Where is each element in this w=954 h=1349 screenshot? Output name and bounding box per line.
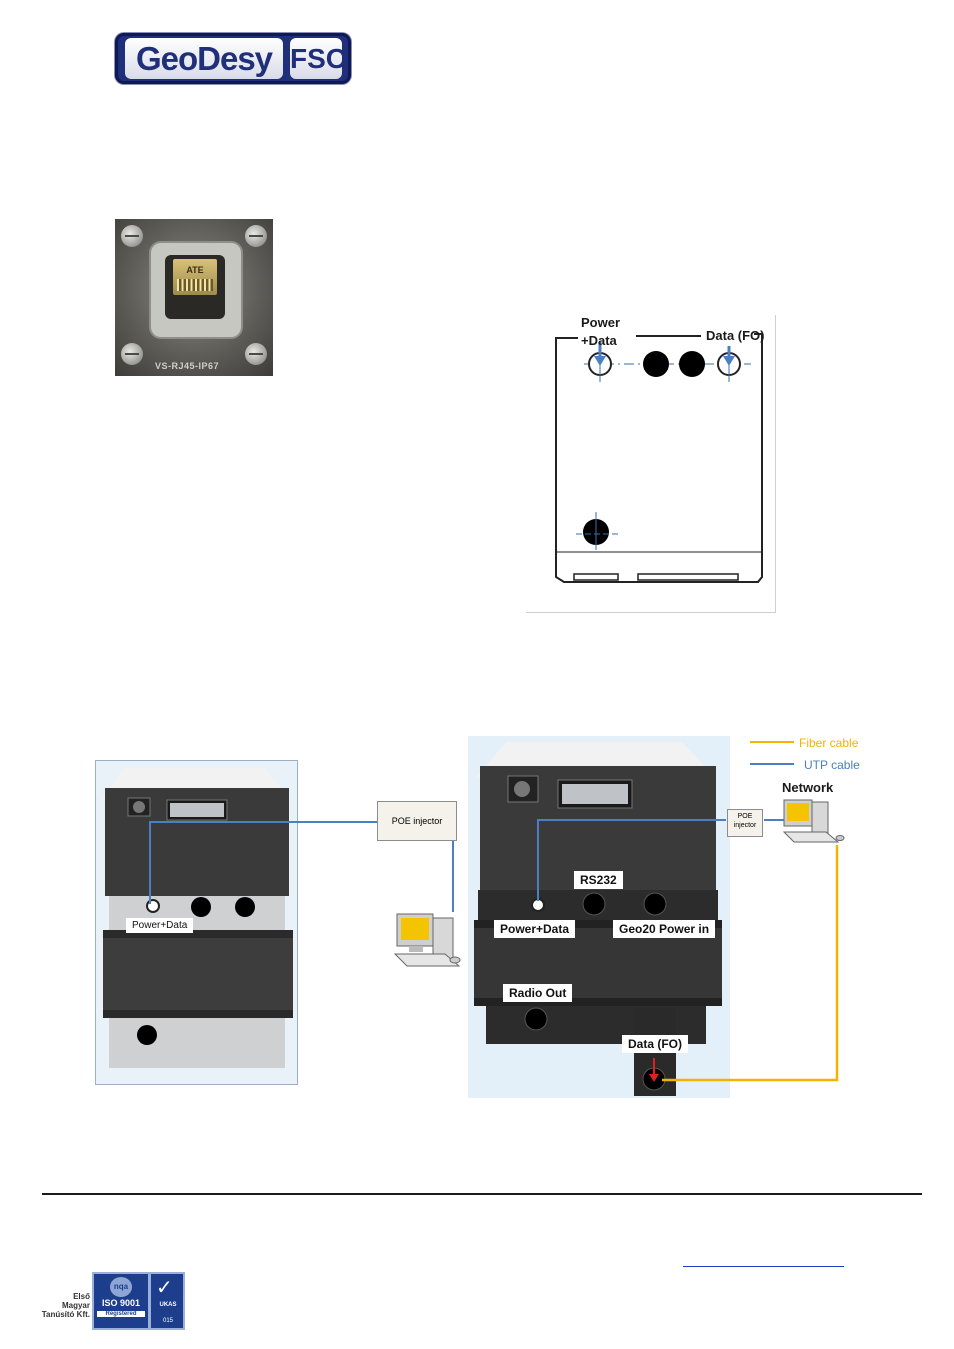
legend-fiber-swatch: [750, 741, 794, 743]
poe-injector-line2: injector: [733, 822, 757, 829]
logo-primary-text: GeoDesy: [125, 38, 283, 79]
rs232-label: RS232: [574, 871, 623, 889]
cert-issuer-text: Első Magyar Tanúsító Kft.: [28, 1292, 90, 1319]
checkmark-icon: ✓: [156, 1277, 173, 1299]
connector-label: VS-RJ45-IP67: [155, 361, 220, 371]
data-fo-label: Data (FO): [622, 1035, 688, 1053]
logo-secondary-text: FSO: [290, 38, 348, 79]
legend-utp-label: UTP cable: [804, 758, 860, 772]
geo20-power-in-label: Geo20 Power in: [613, 920, 716, 938]
right-unit-diagram: [468, 736, 730, 1098]
certification-block: Első Magyar Tanúsító Kft. nqa ISO 9001 R…: [28, 1268, 185, 1330]
network-computer-icon: [782, 799, 845, 843]
ukas-number: 015: [162, 1318, 173, 1324]
cert-text-line: Magyar: [61, 1301, 90, 1310]
jack-text: ATE: [186, 265, 204, 275]
legend-fiber-label: Fiber cable: [799, 736, 859, 750]
label-power-data: +Data: [581, 333, 617, 348]
screw-icon: [245, 343, 267, 365]
radio-out-label: Radio Out: [503, 984, 573, 1002]
footer-link-underline[interactable]: [683, 1266, 844, 1267]
left-power-data-label: Power+Data: [126, 918, 194, 933]
right-power-data-label: Power+Data: [494, 920, 576, 938]
right-poe-injector: POE injector: [727, 809, 763, 837]
company-logo: GeoDesy FSO: [115, 33, 351, 84]
ukas-badge: ✓ UKAS 015: [149, 1272, 185, 1330]
screw-icon: [121, 343, 143, 365]
rj45-connector-photo: ATE VS-RJ45-IP67: [115, 219, 273, 376]
network-label: Network: [782, 780, 834, 795]
legend-utp-swatch: [750, 763, 794, 765]
nqa-logo: nqa: [110, 1277, 132, 1297]
iso-text: ISO 9001: [101, 1298, 141, 1308]
cert-text-line: Tanúsító Kft.: [41, 1310, 90, 1319]
screw-icon: [121, 225, 143, 247]
footer-divider: [42, 1193, 922, 1195]
iso-9001-badge: nqa ISO 9001 Registered: [92, 1272, 150, 1330]
rear-panel-drawing: [555, 333, 763, 583]
ukas-text: UKAS: [159, 1302, 177, 1308]
drawing-frame: [526, 315, 776, 613]
left-utp-cable: [149, 821, 454, 912]
screw-icon: [245, 225, 267, 247]
jack-pins: [177, 279, 213, 291]
right-cables: [537, 819, 839, 1082]
computer-icon: [393, 913, 461, 967]
registered-text: Registered: [97, 1311, 145, 1317]
left-poe-injector: POE injector: [377, 801, 457, 841]
cert-text-line: Első: [73, 1292, 90, 1301]
poe-injector-line1: POE: [737, 813, 753, 820]
label-data-fo: Data (FO): [706, 328, 765, 343]
label-power: Power: [581, 315, 621, 330]
